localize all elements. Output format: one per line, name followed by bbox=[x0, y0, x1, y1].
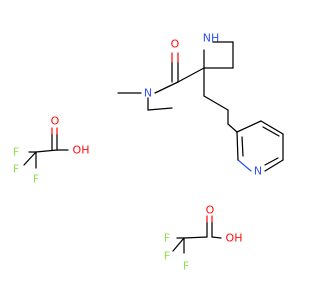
py-bond-4 bbox=[264, 159, 284, 172]
tfa1-carbonyl-o-label: O bbox=[51, 115, 60, 128]
py-bond-2-inner bbox=[262, 126, 280, 137]
tfa1-oh-label: OH bbox=[73, 144, 90, 157]
chain-bond-3 bbox=[227, 123, 238, 133]
tfa1-f1-label: F bbox=[13, 146, 19, 159]
py-bond-1 bbox=[236, 120, 262, 133]
tfa2-f3-label: F bbox=[183, 260, 189, 273]
py-bond-6 bbox=[236, 131, 239, 161]
tfa2-oh-label: OH bbox=[226, 232, 243, 245]
azetidine-ring bbox=[203, 41, 234, 69]
tfa1-f2-label: F bbox=[13, 163, 19, 176]
chain-bond-2 bbox=[203, 95, 229, 111]
bond-c2-carbonyl-c bbox=[177, 67, 205, 83]
trifluoroacetic-acid-1: O OH F F F bbox=[13, 115, 90, 186]
py-bond-2 bbox=[260, 120, 284, 135]
tfa1-c-f-diag bbox=[23, 151, 37, 166]
amide-nitrogen-label: N bbox=[144, 87, 152, 100]
azetidine-nh-label: NH bbox=[203, 32, 220, 45]
pyridine-ring bbox=[236, 120, 284, 172]
tfa2-carbonyl-o-label: O bbox=[206, 204, 215, 217]
py-bond-6-inner bbox=[241, 136, 244, 157]
propyl-chain bbox=[203, 67, 238, 133]
amide-group bbox=[117, 52, 205, 111]
py-bond-4-inner bbox=[264, 157, 279, 166]
amide-oxygen-label: O bbox=[171, 38, 180, 51]
pyridine-nitrogen-label: N bbox=[254, 165, 262, 178]
tfa2-c-c-bond bbox=[183, 236, 208, 239]
bond-n-methyl-down bbox=[147, 107, 173, 111]
tfa1-c-c-bond bbox=[35, 149, 58, 153]
tfa2-f1-label: F bbox=[164, 232, 170, 245]
py-bond-5 bbox=[237, 159, 252, 172]
main-molecule: NH O N N bbox=[117, 32, 284, 178]
tfa2-c-f-diag bbox=[172, 237, 185, 252]
tfa2-c-oh bbox=[211, 236, 222, 239]
trifluoroacetic-acid-2: O OH F F F bbox=[164, 204, 243, 273]
tfa2-f2-label: F bbox=[164, 250, 170, 263]
tfa1-f3-label: F bbox=[33, 173, 39, 186]
bond-carbonyl-c-n bbox=[154, 81, 179, 94]
chemical-structure-diagram: NH O N N O OH F F F O OH F F F bbox=[13, 32, 284, 273]
